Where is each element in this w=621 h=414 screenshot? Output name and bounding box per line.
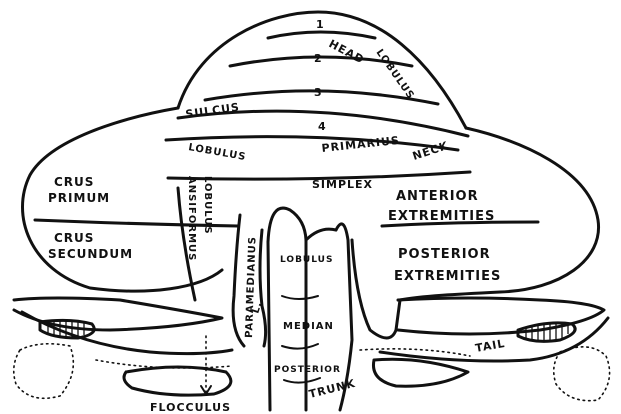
label-paramedianus: PARAMEDIANUS <box>244 236 259 338</box>
label-neck: NECK <box>411 139 451 163</box>
label-head: HEAD <box>327 37 367 66</box>
label-band-4: 4 <box>318 120 327 133</box>
median-curve-1 <box>282 296 318 299</box>
label-crus-secundum-2: SECUNDUM <box>48 247 133 261</box>
label-simplex: SIMPLEX <box>312 178 373 191</box>
label-crus-primum-2: PRIMUM <box>48 191 110 205</box>
flocculus-right-bottom <box>373 359 468 386</box>
label-band-3: 3 <box>314 86 323 99</box>
posterior-lobe-right <box>352 240 400 338</box>
label-flocculus: FLOCCULUS <box>150 401 231 414</box>
label-anterior: ANTERIOR <box>396 189 479 204</box>
vermis-center <box>306 229 336 240</box>
label-sulcus: SULCUS <box>185 100 241 120</box>
band-line-1 <box>268 32 375 38</box>
label-band-2: 2 <box>314 52 323 65</box>
label-extremities-anterior: EXTREMITIES <box>388 209 495 224</box>
flocculus-right-upper <box>398 298 604 334</box>
flocculus-left-bottom <box>124 367 231 395</box>
label-lobulus-ansiformis-2: ANSIFORMUS <box>186 176 197 261</box>
vermis-outline-left <box>268 208 306 410</box>
dotted-region-left <box>14 344 74 399</box>
label-extremities-posterior: EXTREMITIES <box>394 269 501 284</box>
label-median: MEDIAN <box>283 321 334 332</box>
label-crus-secundum-1: CRUS <box>54 231 94 245</box>
label-lobulus-simplex: LOBULUS <box>187 142 247 163</box>
label-band-1: 1 <box>316 18 325 31</box>
dotted-line-right <box>360 349 470 356</box>
label-tail: TAIL <box>474 337 506 355</box>
hatch-lines-left <box>48 320 84 338</box>
label-lobulus-ansiformis-1: LOBULUS <box>202 176 213 235</box>
label-posterior-trunk: POSTERIOR <box>274 365 341 375</box>
label-crus-primum-1: CRUS <box>54 175 94 189</box>
vermis-outline-right <box>268 242 270 410</box>
median-curve-2 <box>282 344 318 349</box>
dotted-region-right <box>554 347 610 401</box>
median-curve-3 <box>284 378 320 383</box>
label-posterior: POSTERIOR <box>398 247 491 262</box>
label-lobulus-median: LOBULUS <box>280 255 333 265</box>
